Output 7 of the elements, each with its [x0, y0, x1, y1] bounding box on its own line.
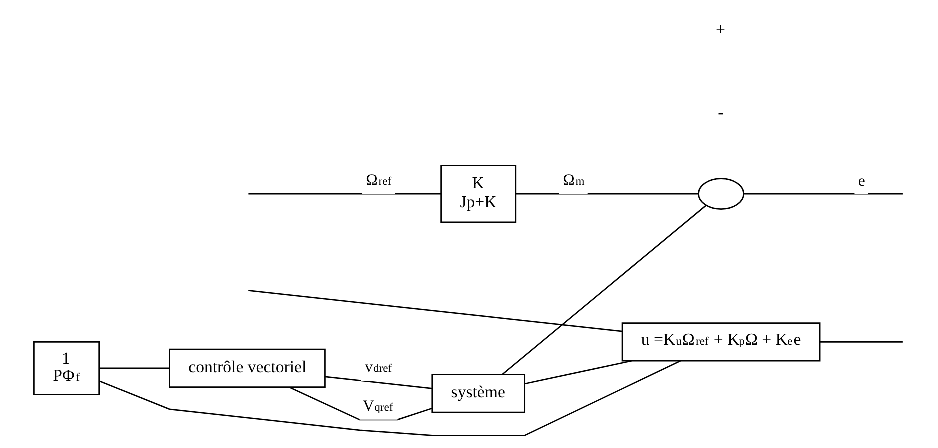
edge-label: Vqref	[363, 398, 394, 416]
label: +	[716, 20, 726, 40]
edge-label: Ωref	[366, 172, 392, 190]
edge-label: e	[858, 173, 866, 190]
edge-label: vdref	[365, 359, 392, 376]
edge-label: Ωm	[563, 172, 585, 190]
label: -	[718, 103, 724, 122]
